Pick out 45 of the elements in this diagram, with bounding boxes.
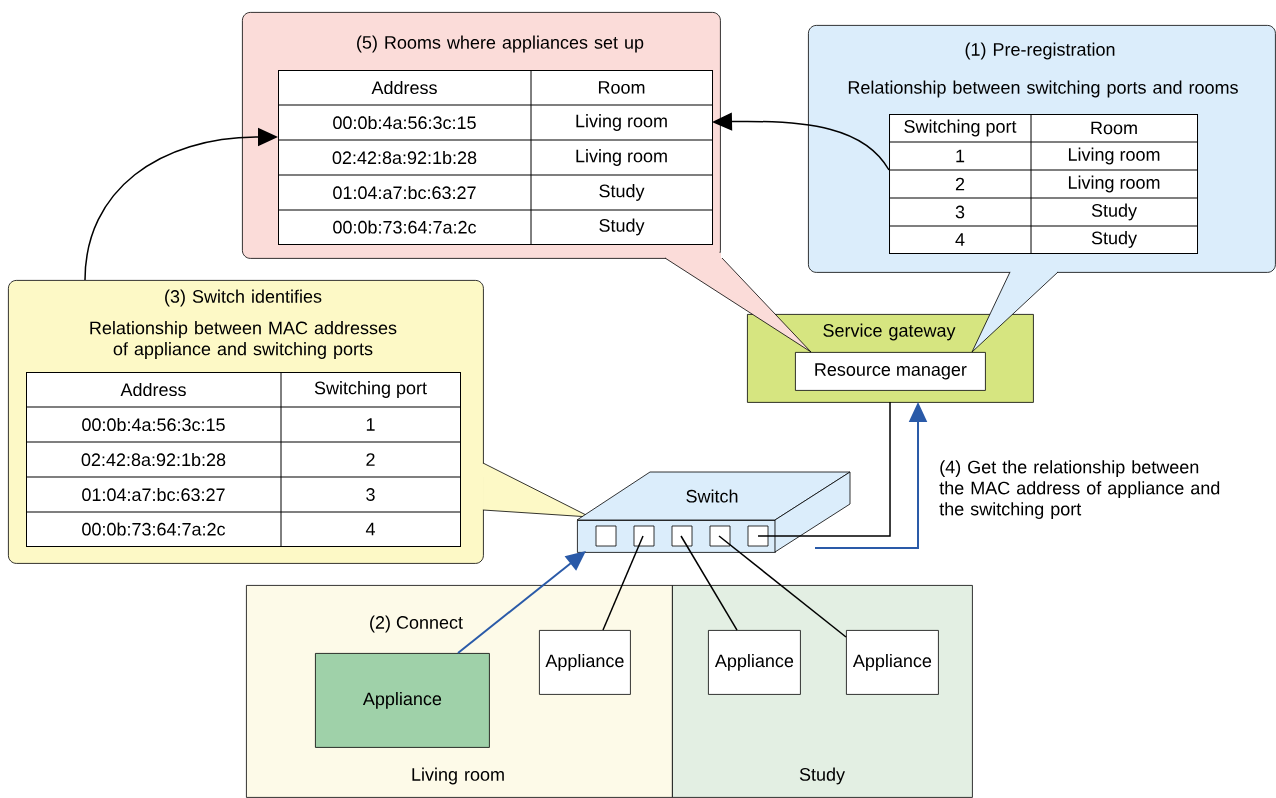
connecting-line bbox=[602, 535, 644, 631]
table-cell: Address bbox=[120, 382, 186, 397]
table-cell: Living room bbox=[576, 149, 667, 166]
table bbox=[889, 114, 1198, 254]
table-cell: Switching port bbox=[904, 119, 1017, 137]
table-cell: Study bbox=[599, 218, 645, 236]
table-cell: 01:04:a7:bc:63:27 bbox=[333, 185, 476, 200]
table-cell: 00:0b:73:64:7a:2c bbox=[82, 522, 226, 536]
table-cell: 00:0b:73:64:7a:2c bbox=[333, 220, 477, 234]
table-cell: 3 bbox=[366, 488, 375, 501]
table bbox=[278, 70, 713, 245]
connecting-line bbox=[680, 535, 738, 631]
table-cell: Living room bbox=[1068, 175, 1160, 193]
table-cell: 00:0b:4a:56:3c:15 bbox=[82, 417, 225, 432]
table-cell: 02:42:8a:92:1b:28 bbox=[81, 452, 226, 467]
switch-drawing: Switch bbox=[576, 471, 851, 553]
appliance-box: Appliance bbox=[315, 653, 490, 748]
connecting-line bbox=[757, 401, 891, 537]
edge-label: (4) Get the relationship between the MAC address of appliance and the switching port bbox=[938, 459, 1223, 520]
connecting-line bbox=[718, 535, 847, 638]
table-cell: 4 bbox=[365, 522, 375, 536]
table-cell: 1 bbox=[366, 418, 375, 431]
table-cell: 02:42:8a:92:1b:28 bbox=[332, 150, 477, 165]
table-cell: Study bbox=[599, 184, 645, 201]
appliance-box: Appliance bbox=[846, 630, 939, 695]
table-cell: 00:0b:4a:56:3c:15 bbox=[333, 115, 476, 130]
table-cell: Study bbox=[1091, 203, 1137, 221]
table-cell: 01:04:a7:bc:63:27 bbox=[82, 487, 225, 502]
appliance-box: Appliance bbox=[708, 630, 801, 695]
manager-box: Resource manager bbox=[795, 352, 986, 391]
table-cell: Study bbox=[1091, 231, 1137, 248]
table-cell: 3 bbox=[955, 205, 965, 219]
table bbox=[26, 372, 461, 547]
table-cell: 1 bbox=[956, 149, 965, 163]
appliance-box: Appliance bbox=[539, 630, 631, 695]
table-cell: Living room bbox=[576, 114, 667, 131]
table-cell: Address bbox=[371, 80, 437, 95]
table-cell: 2 bbox=[955, 177, 965, 191]
table-cell: Room bbox=[599, 81, 645, 94]
table-cell: 4 bbox=[955, 233, 965, 246]
table-cell: Living room bbox=[1068, 147, 1160, 165]
table-cell: Room bbox=[1091, 121, 1137, 135]
arrow bbox=[457, 551, 586, 654]
table-cell: Switching port bbox=[314, 381, 427, 398]
table-cell: 2 bbox=[366, 453, 375, 466]
